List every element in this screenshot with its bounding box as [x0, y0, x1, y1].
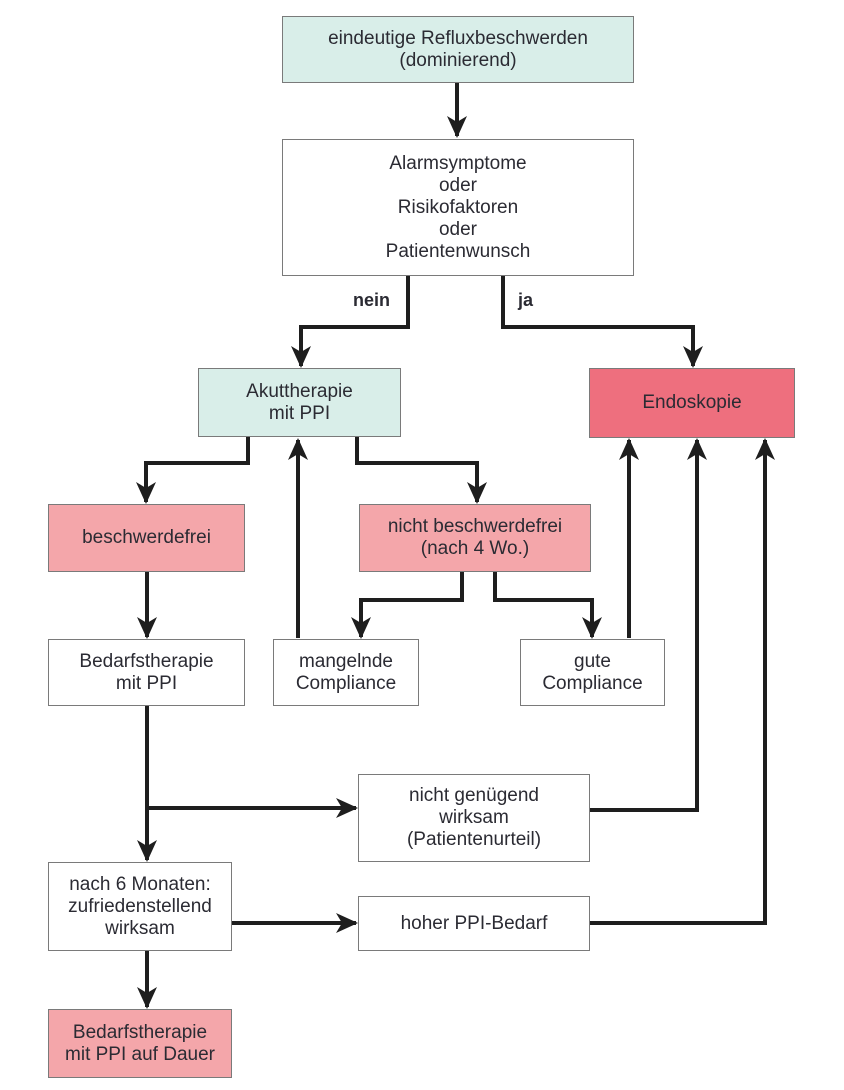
- arrow-nicht-genuegend-to-endoskopie: [590, 438, 707, 812]
- arrow-hoher-to-endoskopie: [590, 438, 775, 925]
- node-akuttherapie: Akuttherapie mit PPI: [198, 368, 401, 437]
- node-hoher-ppi-bedarf: hoher PPI-Bedarf: [358, 896, 590, 951]
- edge-label-nein: nein: [353, 290, 391, 310]
- arrow-nb-to-mangelnde: [351, 572, 464, 639]
- arrow-alarm-to-akut: [291, 276, 410, 368]
- node-bedarfstherapie-dauer: Bedarfstherapie mit PPI auf Dauer: [48, 1009, 232, 1078]
- node-endoskopie: Endoskopie: [589, 368, 795, 438]
- node-nicht-beschwerdefrei: nicht beschwerdefrei (nach 4 Wo.): [359, 504, 591, 572]
- node-beschwerdefrei: beschwerdefrei: [48, 504, 245, 572]
- node-mangelnde-compliance: mangelnde Compliance: [273, 639, 419, 706]
- node-reflux: eindeutige Refluxbeschwerden (dominieren…: [282, 16, 634, 83]
- arrow-nb-to-gute: [493, 572, 602, 639]
- node-alarm: Alarmsymptome oder Risikofaktoren oder P…: [282, 139, 634, 276]
- node-nach-6-monaten: nach 6 Monaten: zufriedenstellend wirksa…: [48, 862, 232, 951]
- edge-label-ja: ja: [518, 290, 534, 310]
- node-gute-compliance: gute Compliance: [520, 639, 665, 706]
- node-bedarfstherapie: Bedarfstherapie mit PPI: [48, 639, 245, 706]
- arrow-alarm-to-endoskopie: [501, 276, 703, 368]
- arrow-akut-to-beschwerdefrei: [136, 437, 250, 504]
- node-nicht-genuegend-wirksam: nicht genügend wirksam (Patientenurteil): [358, 774, 590, 862]
- arrow-akut-to-nicht-beschwerdefrei: [355, 437, 487, 504]
